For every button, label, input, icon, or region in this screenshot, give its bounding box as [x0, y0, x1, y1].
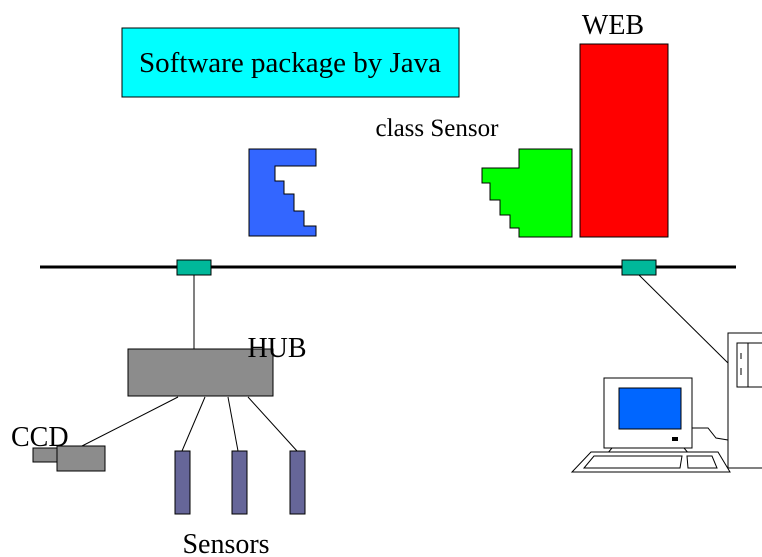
- web-block: [579, 43, 669, 238]
- sensors-label: Sensors: [182, 529, 269, 557]
- ccd-camera-body: [56, 445, 106, 472]
- sensor-class-block: [481, 148, 573, 238]
- keyboard: [570, 451, 731, 473]
- software-package-label: Software package by Java: [139, 47, 441, 79]
- keyboard-cable: [692, 427, 729, 441]
- software-package-box: [121, 27, 460, 98]
- monitor-screen: [618, 387, 682, 430]
- web-label: WEB: [582, 10, 644, 41]
- hub-to-sensor-2-line: [227, 396, 239, 452]
- network-connector-left: [176, 259, 212, 276]
- sensor-bar: [289, 450, 306, 515]
- monitor: [603, 377, 693, 456]
- blue-interface-block: [248, 148, 317, 237]
- sensor-bar: [231, 450, 248, 515]
- hub-box: [127, 348, 274, 397]
- hub-label: HUB: [247, 333, 306, 364]
- hub-to-sensor-3-line: [247, 396, 298, 452]
- pc-uplink-line: [638, 274, 729, 364]
- class-sensor-label: class Sensor: [376, 115, 500, 142]
- pc-tower: [727, 332, 762, 469]
- sensor-bar: [174, 450, 191, 515]
- network-connector-right: [621, 259, 657, 276]
- hub-to-sensor-1-line: [181, 396, 206, 452]
- hub-to-ccd-line: [79, 396, 179, 448]
